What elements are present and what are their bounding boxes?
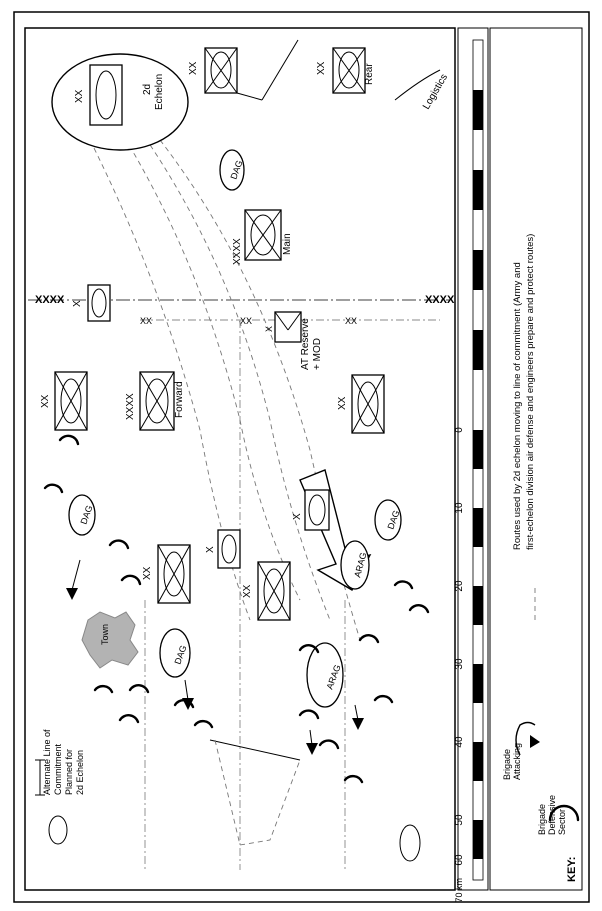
xxxx-top-label: XXXX: [35, 294, 65, 306]
scale-tick-60: 60: [454, 854, 465, 866]
division-left: XX: [40, 371, 88, 431]
army-forward: XXXX Forward: [125, 371, 185, 431]
key-routes-line1: Routes used by 2d echelon moving to line…: [512, 262, 523, 550]
scale-box: [457, 27, 489, 891]
at-reserve: X AT Reserve + MOD: [264, 311, 323, 370]
division-low-right-xx: XX: [242, 584, 253, 598]
key-defensive-sector-icon: [548, 804, 580, 822]
scale-tick-0: 0: [454, 427, 465, 433]
town: Town: [81, 611, 139, 669]
alt-line-line1: Alternate Line of: [42, 729, 52, 795]
dag-left: DAG: [68, 494, 96, 536]
key-title: KEY:: [566, 857, 578, 882]
division-top: XX: [188, 39, 299, 101]
rear-label: Rear: [364, 63, 375, 85]
alternate-line: Alternate Line of Commitment Planned for…: [35, 729, 301, 846]
brigade-x-top-label: X: [72, 300, 83, 307]
second-echelon-line2: Echelon: [154, 74, 165, 110]
at-reserve-line1: AT Reserve: [300, 318, 311, 370]
brigade-defensive-arcs: [43, 434, 430, 784]
scale-tick-70: 70 km: [454, 878, 464, 903]
key-attacking-line2: Attacking: [512, 743, 522, 780]
at-reserve-line2: + MOD: [312, 338, 323, 370]
scale-tick-20: 20: [454, 580, 465, 592]
second-echelon-line1: 2d: [142, 84, 153, 95]
alt-line-line2: Commitment: [53, 743, 63, 795]
division-low-right: XX: [242, 561, 291, 621]
outer-frame: [13, 11, 590, 903]
scale-bar: 0 10 20 30 40 50 60 70 km: [454, 39, 484, 903]
division-low-left-xx: XX: [142, 566, 153, 580]
key: KEY: Brigade Defensive Sector Brigade At…: [502, 234, 580, 882]
scale-tick-40: 40: [454, 736, 465, 748]
arag-lower: ARAG: [306, 642, 344, 708]
key-defensive-line1: Brigade: [537, 804, 547, 835]
division-top-xx: XX: [188, 61, 199, 75]
dag-lower-right: DAG: [374, 499, 402, 541]
xx-boundary-label-2: XX: [240, 316, 252, 326]
army-main-xxxx: XXXX: [232, 238, 243, 265]
xxxx-bottom-label: XXXX: [425, 294, 455, 306]
xx-boundary-label-3: XX: [345, 316, 357, 326]
brigade-attack-arrows: [66, 559, 364, 755]
forward-label: Forward: [174, 381, 185, 418]
at-reserve-x: X: [264, 326, 274, 332]
scale-tick-10: 10: [454, 502, 465, 514]
boundaries: XXXX XXXX XX XX XX: [28, 294, 455, 870]
division-right: XX: [337, 374, 385, 434]
brigade-x-top: X: [72, 284, 111, 322]
dag-mid: DAG: [159, 628, 191, 678]
alt-line-line3: Planned for: [64, 749, 74, 795]
army-main: XXXX Main: [232, 209, 293, 265]
division-right-xx: XX: [337, 396, 348, 410]
town-area: [81, 611, 139, 669]
division-rear: XX Rear Logistics: [316, 47, 450, 112]
key-attacking-line1: Brigade: [502, 749, 512, 780]
key-attacking-arrow-icon: [515, 721, 540, 756]
lake-2: [399, 824, 421, 862]
division-low-left: XX: [142, 544, 191, 604]
arrow-brigade-x: X: [292, 513, 303, 520]
key-routes-line2: first-echelon division air defense and e…: [525, 234, 536, 550]
key-defensive-line2: Defensive: [547, 795, 557, 835]
alt-line-line4: 2d Echelon: [75, 750, 85, 795]
division-rear-xx: XX: [316, 61, 327, 75]
second-echelon-xx: XX: [74, 89, 85, 103]
arag: ARAG: [340, 540, 370, 590]
dag-top: DAG: [219, 149, 245, 191]
division-left-xx: XX: [40, 394, 51, 408]
brigade-x-mid-label: X: [205, 546, 216, 553]
xx-boundary-label-1: XX: [140, 316, 152, 326]
scale-tick-30: 30: [454, 658, 465, 670]
map-frame: [24, 27, 456, 891]
key-box: [489, 27, 583, 891]
scale-tick-50: 50: [454, 814, 465, 826]
army-forward-xxxx: XXXX: [125, 393, 136, 420]
brigade-x-mid: X: [205, 529, 241, 569]
second-echelon-group: XX 2d Echelon: [51, 53, 189, 151]
town-label: Town: [100, 624, 110, 645]
main-label: Main: [282, 233, 293, 255]
key-defensive-line3: Sector: [557, 809, 567, 835]
lake-1: [48, 815, 68, 845]
